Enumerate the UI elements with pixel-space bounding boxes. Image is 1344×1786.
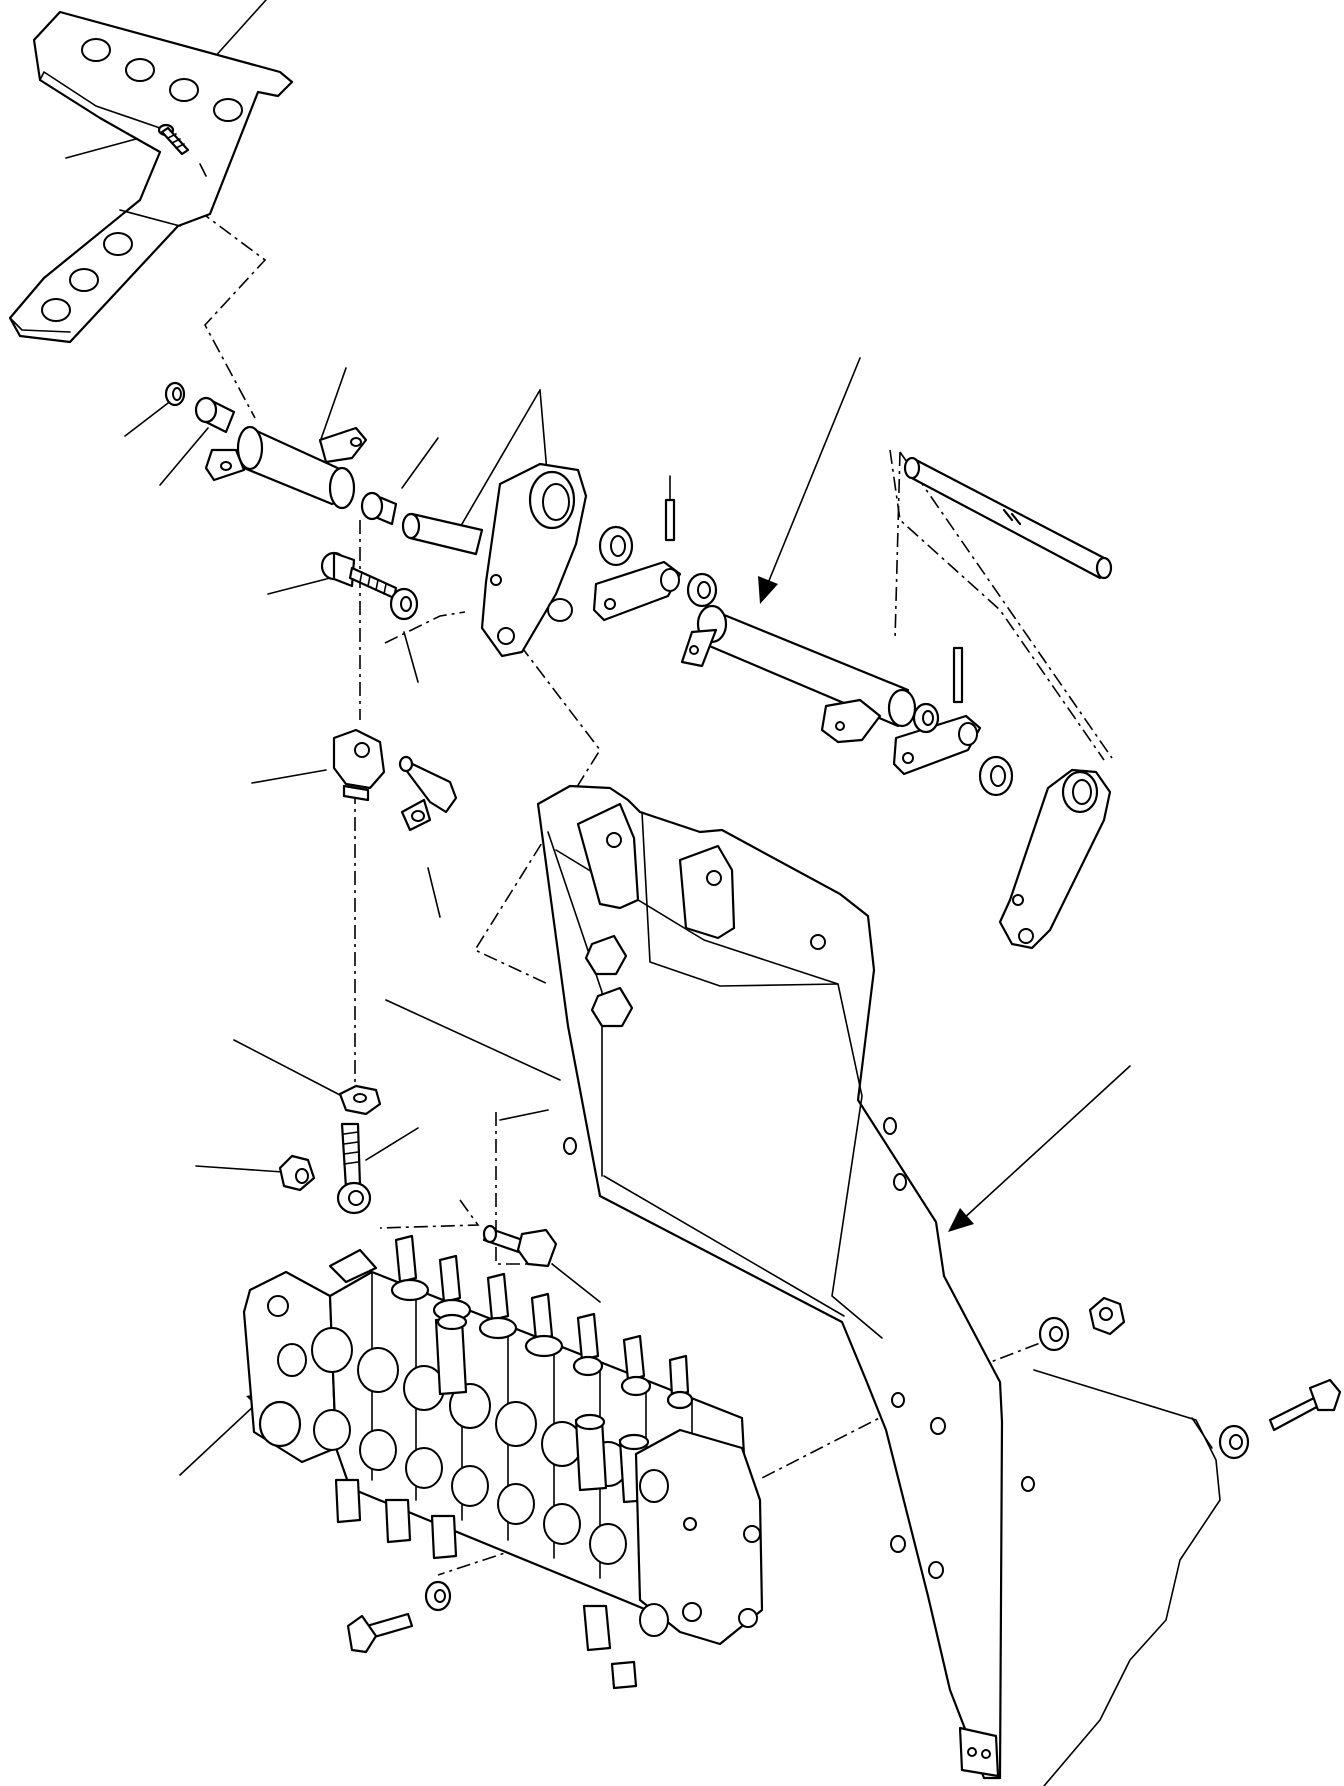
arrow-line (179, 1403, 257, 1476)
pedal-shaft-bracket (204, 425, 368, 510)
clevis (332, 728, 386, 802)
leader-line (159, 427, 209, 486)
mounting-bracket (536, 784, 1035, 1780)
arrow-head (948, 1208, 974, 1232)
centerline (379, 1199, 480, 1229)
pedal-screw (157, 123, 207, 177)
cross-shaft (680, 604, 917, 744)
leader-line (403, 631, 419, 683)
valve-plugs (434, 1313, 652, 1504)
leader-line (211, 0, 267, 61)
valve-bottom-fittings (334, 1478, 638, 1690)
arrow-line (765, 357, 861, 589)
leader-line (233, 1039, 341, 1096)
leader-line (195, 1165, 284, 1173)
nuts-and-washers (346, 1296, 1342, 1654)
crank-arm (998, 768, 1112, 950)
centerline (384, 611, 466, 644)
leader-line (365, 1127, 419, 1161)
control-valve-bank (242, 1234, 764, 1690)
leader-line (401, 437, 439, 489)
centerline (761, 1409, 896, 1479)
clevis-pin (398, 755, 458, 832)
leader-line (551, 1263, 601, 1303)
pedal-plate (8, 10, 294, 344)
washer (389, 587, 419, 621)
leader-line (454, 389, 541, 537)
leader-lines (65, 0, 601, 1303)
valve-bolt (482, 1224, 558, 1268)
centerline (473, 644, 601, 986)
machine-frame-outline (385, 999, 1221, 1786)
leader-line (427, 867, 441, 918)
leader-line (251, 769, 327, 784)
centerline (894, 451, 901, 641)
bolt (320, 551, 398, 600)
arrow-head (758, 576, 778, 604)
long-rod (889, 449, 1113, 761)
centerline (899, 451, 1113, 759)
snap-ring (164, 381, 186, 407)
arrow-line (961, 1065, 1131, 1221)
pedal-grip-holes (41, 38, 243, 322)
leader-line (267, 576, 335, 595)
bushing (194, 396, 236, 434)
rod-end (336, 1122, 372, 1215)
leader-line (124, 399, 173, 437)
leader-line (319, 367, 347, 443)
link-plates (592, 475, 1014, 797)
lever-shaft (401, 462, 588, 658)
valve-ports (311, 1327, 629, 1565)
nut (278, 1154, 316, 1192)
centerline (197, 209, 267, 419)
spacer (360, 491, 398, 526)
lock-nut (338, 1084, 382, 1116)
valve-spools (390, 1234, 694, 1410)
